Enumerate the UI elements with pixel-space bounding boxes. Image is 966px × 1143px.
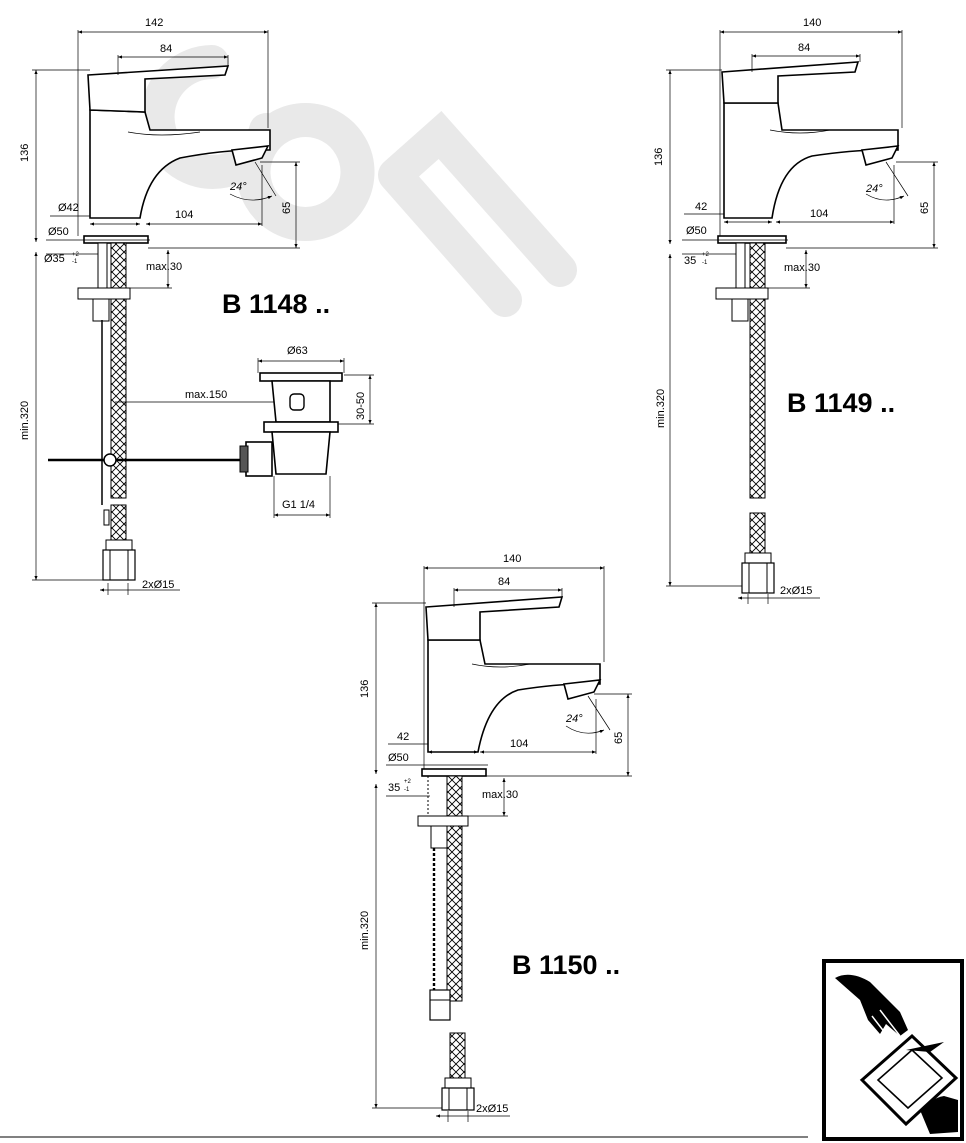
dim-spout-height: 65 <box>919 202 931 214</box>
dim-base-diameter: Ø50 <box>686 225 707 237</box>
dim-overall-width: 140 <box>803 17 821 29</box>
dim-spout-angle: 24° <box>865 183 883 195</box>
dim-connections: 2xØ15 <box>476 1103 508 1115</box>
dim-spout-height: 65 <box>613 732 625 744</box>
dim-hole-tol-plus: +2 <box>72 252 80 258</box>
dim-spout-height: 65 <box>281 202 293 214</box>
dim-base-diameter: Ø50 <box>388 752 409 764</box>
waste-thread: G1 1/4 <box>282 499 315 511</box>
dim-spout-angle: 24° <box>565 713 583 725</box>
waste-rod-length: max.150 <box>185 389 227 401</box>
waste-valve-drawing: Ø63 max.150 30-50 G1 1/4 <box>185 345 374 518</box>
dim-overall-width: 140 <box>503 553 521 565</box>
faucet-b1148-drawing: 142 84 136 65 24° 104 Ø42 Ø50 Ø35 +2 -1 … <box>19 17 330 595</box>
dim-height: 136 <box>359 680 371 698</box>
dim-lever-width: 84 <box>160 43 172 55</box>
dim-connections: 2xØ15 <box>142 579 174 591</box>
dim-spout-reach: 104 <box>810 208 828 220</box>
dim-max-deck: max.30 <box>482 789 518 801</box>
dim-height: 136 <box>653 148 665 166</box>
dim-body-diameter: 42 <box>397 731 409 743</box>
dim-hole-tol-minus: -1 <box>404 787 410 793</box>
watermark <box>140 45 577 317</box>
dim-spout-reach: 104 <box>510 738 528 750</box>
faucet-b1150-drawing: 140 84 136 65 24° 104 42 Ø50 35 +2 -1 ma… <box>359 553 632 1122</box>
model-label-b1148: B 1148 .. <box>222 289 330 319</box>
dim-base-diameter: Ø50 <box>48 226 69 238</box>
dim-lever-width: 84 <box>498 576 510 588</box>
dim-hole-tol-plus: +2 <box>702 252 710 258</box>
dim-spout-reach: 104 <box>175 209 193 221</box>
dim-lever-width: 84 <box>798 42 810 54</box>
dim-height: 136 <box>19 144 31 162</box>
dim-body-diameter: 42 <box>695 201 707 213</box>
dim-hole-diameter: 35 <box>388 782 400 794</box>
dim-hole-tol-minus: -1 <box>702 260 708 266</box>
dim-hole-diameter: 35 <box>684 255 696 267</box>
dim-hose-length: min.320 <box>359 911 371 950</box>
faucet-b1149-drawing: 140 84 136 65 24° 104 42 Ø50 35 +2 -1 ma… <box>653 17 938 604</box>
dim-connections: 2xØ15 <box>780 585 812 597</box>
model-label-b1149: B 1149 .. <box>787 388 895 418</box>
hand-with-document-pictogram-icon <box>822 959 964 1141</box>
dim-hole-tol-plus: +2 <box>404 779 412 785</box>
waste-plug-height: 30-50 <box>355 392 367 420</box>
dim-spout-angle: 24° <box>229 181 247 193</box>
dim-max-deck: max.30 <box>146 261 182 273</box>
dim-max-deck: max.30 <box>784 262 820 274</box>
waste-diameter: Ø63 <box>287 345 308 357</box>
dim-body-diameter: Ø42 <box>58 202 79 214</box>
dim-hose-length: min.320 <box>19 401 31 440</box>
dim-hole-diameter: Ø35 <box>44 253 65 265</box>
dim-hole-tol-minus: -1 <box>72 259 78 265</box>
model-label-b1150: B 1150 .. <box>512 950 620 980</box>
watermark-stroke <box>378 110 577 317</box>
dim-hose-length: min.320 <box>655 389 667 428</box>
dim-overall-width: 142 <box>145 17 163 29</box>
